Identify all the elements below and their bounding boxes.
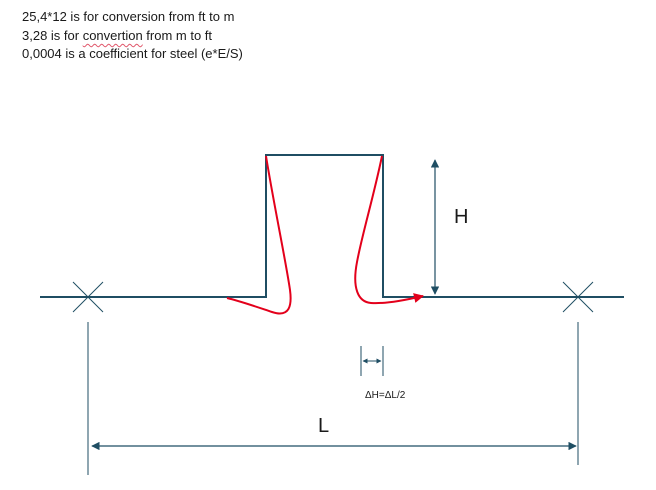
anchor-right-x-icon: [562, 281, 594, 313]
deflection-curve-right: [354, 155, 424, 305]
delta-dimension: [360, 346, 384, 376]
note-text-before: 3,28 is for: [22, 28, 83, 43]
note-line-conversion-m-ft: 3,28 is for convertion from m to ft: [22, 28, 212, 44]
pipe-expansion-loop: [40, 154, 624, 298]
length-label: L: [318, 415, 329, 437]
height-label: H: [454, 206, 468, 228]
note-line-conversion-ft-m: 25,4*12 is for conversion from ft to m: [22, 9, 235, 24]
delta-label: ΔH=ΔL/2: [365, 390, 406, 401]
note-text-spellcheck-flagged: convertion: [82, 28, 143, 43]
deflection-curve-left: [226, 155, 292, 315]
anchor-left-x-icon: [72, 281, 104, 313]
note-line-steel-coefficient: 0,0004 is a coefficient for steel (e*E/S…: [22, 46, 243, 61]
note-text-after: from m to ft: [142, 28, 213, 43]
